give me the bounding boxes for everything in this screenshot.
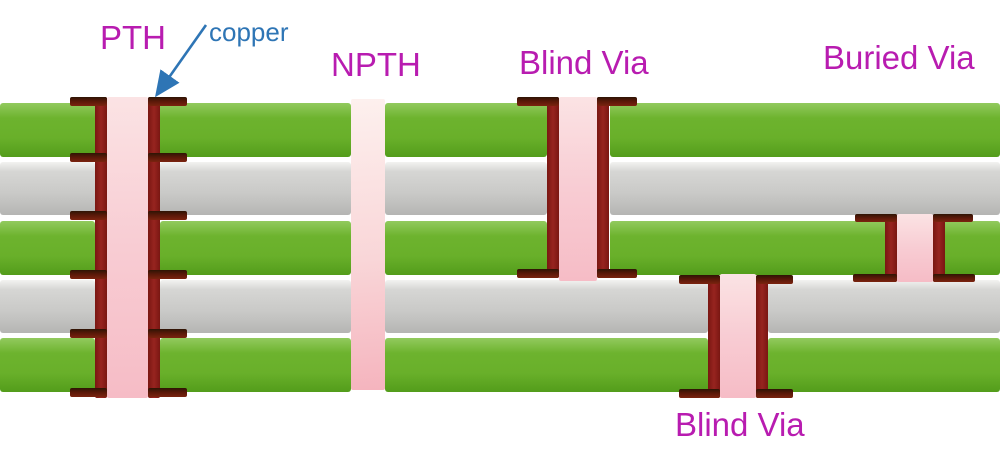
copper-callout-label: copper	[209, 17, 289, 47]
substrate-layer1-segment	[610, 103, 1000, 157]
substrate-layer3-segment	[385, 221, 547, 275]
buried-via-copper-pad	[855, 214, 897, 222]
prepreg-layer4-segment	[0, 280, 95, 333]
pth-copper-barrel-right	[148, 97, 160, 398]
blind-via-bottom-copper-pad	[679, 275, 720, 284]
substrate-layer5-segment	[0, 338, 95, 392]
substrate-layer3-segment	[944, 221, 1000, 275]
prepreg-layer4-segment	[385, 280, 708, 333]
prepreg-layer2-segment	[160, 162, 351, 215]
pth-copper-pad	[148, 153, 187, 162]
buried-via-copper-pad	[933, 214, 973, 222]
buried-via-copper-barrel-right	[933, 214, 945, 282]
blind-via-top-label: Blind Via	[519, 44, 649, 81]
pth-copper-pad	[70, 211, 107, 220]
pth-copper-pad	[70, 270, 107, 279]
pth-copper-pad	[148, 97, 187, 106]
pth-copper-pad	[70, 97, 107, 106]
blind-via-top-copper-barrel-right	[597, 97, 609, 278]
pth-hole	[107, 97, 148, 398]
blind-via-top-copper-pad	[517, 97, 559, 106]
blind-via-top-copper-pad	[597, 269, 637, 278]
blind-via-bottom-copper-pad	[756, 389, 793, 398]
blind-via-bottom-copper-pad	[679, 389, 720, 398]
pth-label: PTH	[100, 19, 166, 56]
substrate-layer1-segment	[160, 103, 351, 157]
buried-via-copper-pad	[853, 274, 897, 282]
pth-copper-pad	[70, 153, 107, 162]
blind-via-bottom-copper-barrel-right	[756, 275, 768, 398]
blind-via-bottom-copper-pad	[756, 275, 793, 284]
buried-via-hole	[897, 214, 933, 282]
blind-via-top-copper-barrel-left	[547, 97, 559, 278]
substrate-layer3-segment	[610, 221, 886, 275]
npth-label: NPTH	[331, 46, 421, 83]
substrate-layer5-segment	[385, 338, 708, 392]
prepreg-layer4-segment	[768, 280, 1000, 333]
substrate-layer5-segment	[768, 338, 1000, 392]
substrate-layer3-segment	[0, 221, 95, 275]
pth-copper-pad	[148, 270, 187, 279]
pth-copper-pad	[148, 329, 187, 338]
prepreg-layer4-segment	[160, 280, 351, 333]
blind-via-bottom-hole	[720, 274, 756, 398]
blind-via-top-copper-pad	[597, 97, 637, 106]
buried-via-label: Buried Via	[823, 39, 975, 76]
blind-via-bottom-label: Blind Via	[675, 406, 805, 443]
pth-copper-pad	[148, 211, 187, 220]
blind-via-bottom-copper-barrel-left	[708, 275, 720, 398]
blind-via-top-copper-pad	[517, 269, 559, 278]
prepreg-layer2-segment	[610, 162, 1000, 215]
pth-copper-pad	[148, 388, 187, 397]
pth-copper-barrel-left	[95, 97, 107, 398]
substrate-layer3-segment	[160, 221, 351, 275]
buried-via-copper-barrel-left	[885, 214, 897, 282]
buried-via-copper-pad	[933, 274, 975, 282]
copper-callout-arrow	[155, 24, 208, 98]
pth-copper-pad	[70, 388, 107, 397]
npth-hole	[351, 99, 385, 390]
prepreg-layer2-segment	[385, 162, 547, 215]
prepreg-layer2-segment	[0, 162, 95, 215]
substrate-layer1-segment	[385, 103, 547, 157]
substrate-layer1-segment	[0, 103, 95, 157]
blind-via-top-hole	[559, 97, 597, 281]
substrate-layer5-segment	[160, 338, 351, 392]
pth-copper-pad	[70, 329, 107, 338]
